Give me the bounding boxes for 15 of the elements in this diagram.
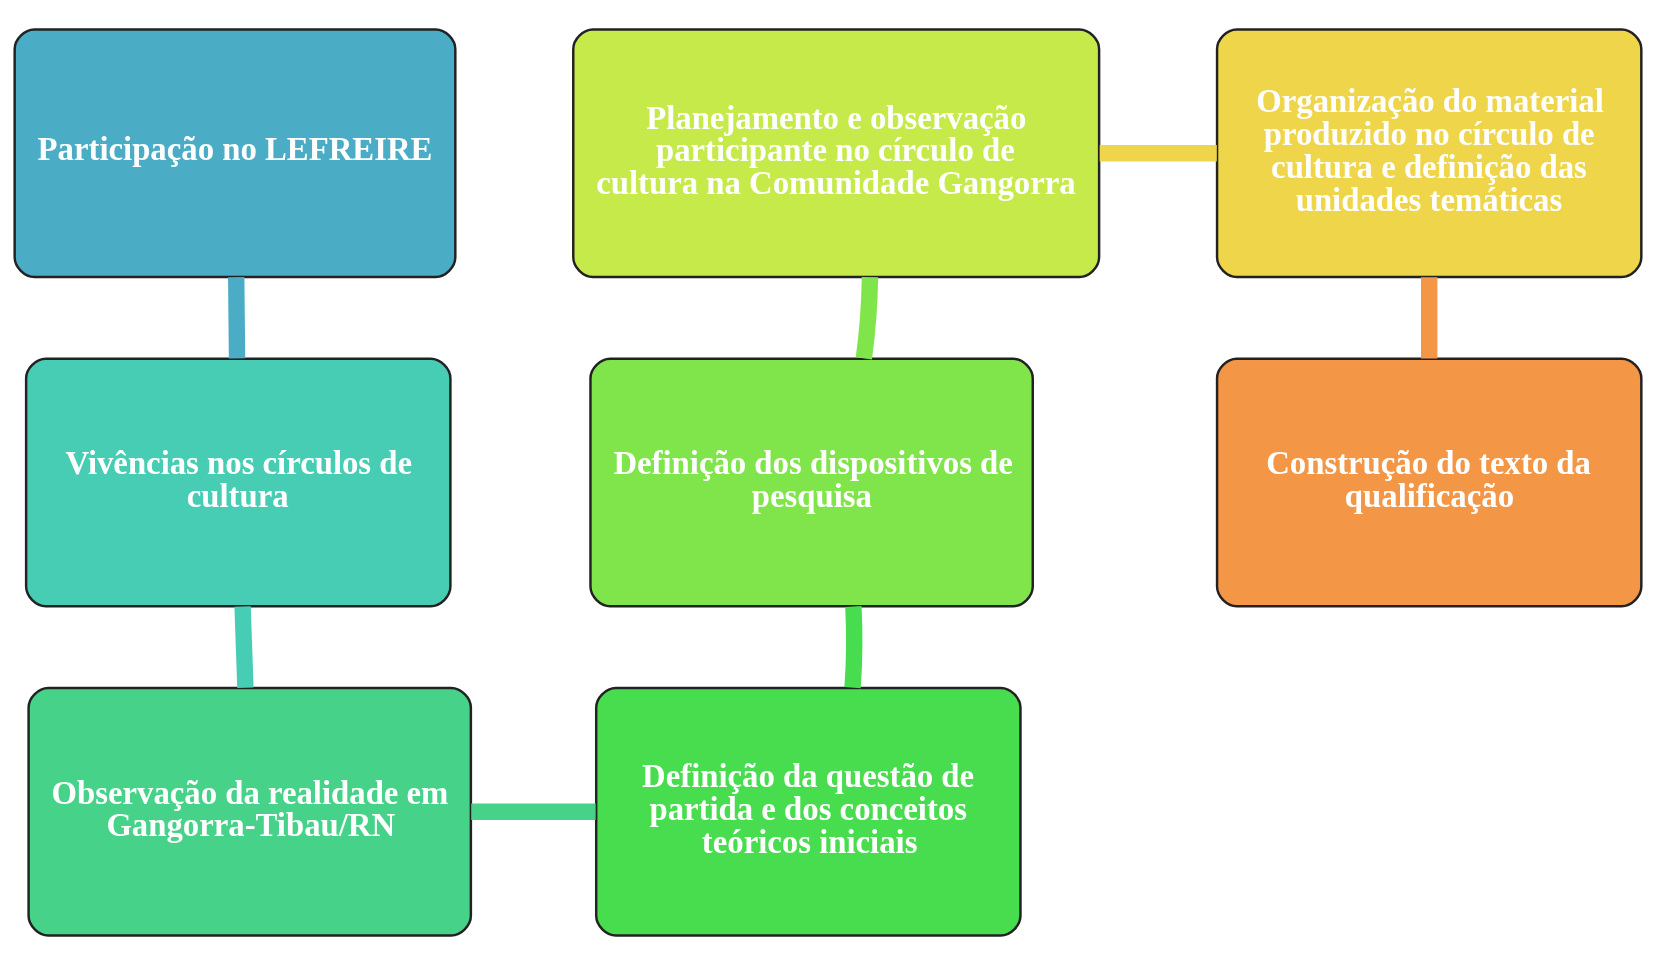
node-box: Participação no LEFREIRE xyxy=(13,28,457,279)
node-box: Vivências nos círculos de cultura xyxy=(24,357,452,608)
connector xyxy=(844,606,863,689)
node-box: Definição da questão de partida e dos conceitos teóricos iniciais xyxy=(594,686,1022,937)
node-box: Definição dos dispositivos de pesquisa xyxy=(589,357,1034,608)
connector xyxy=(228,277,246,359)
node-box: Planejamento e observação participante no círculo de cultura na Comunidade Gangorra xyxy=(572,28,1101,279)
node-box: Construção do texto da qualificação xyxy=(1215,357,1643,608)
connector xyxy=(1421,277,1438,359)
node-box: Observação da realidade em Gangorra-Tibau/RN xyxy=(27,686,473,937)
connector xyxy=(855,277,879,360)
connector xyxy=(234,606,254,688)
connector xyxy=(1099,145,1217,162)
node-box: Organização do material produzido no círculo de cultura e definição das unidades temáticas xyxy=(1215,28,1643,279)
connector xyxy=(471,803,596,820)
